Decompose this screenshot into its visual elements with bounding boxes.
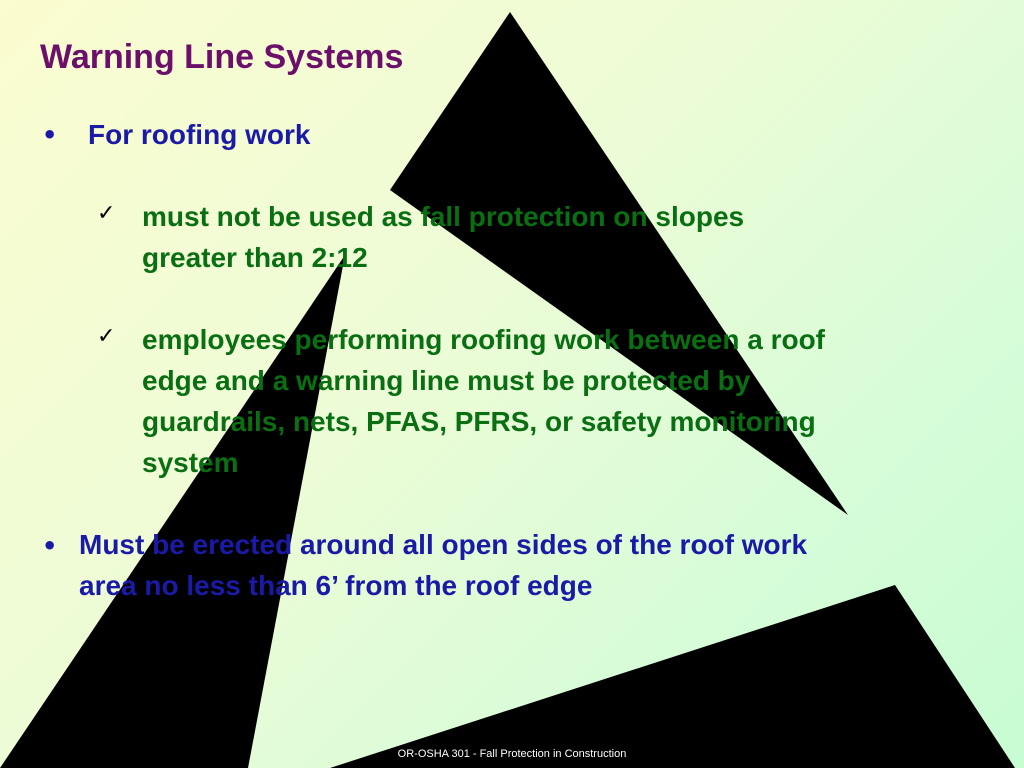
- sub-bullet-employees-line2: edge and a warning line must be protecte…: [142, 365, 751, 396]
- sub-bullet-employees: employees performing roofing work betwee…: [142, 319, 825, 483]
- sub-bullet-employees-line3: guardrails, nets, PFAS, PFRS, or safety …: [142, 406, 816, 437]
- slide-footer: OR-OSHA 301 - Fall Protection in Constru…: [397, 748, 627, 760]
- checkmark-icon: ✓: [97, 201, 116, 226]
- triangle-bottom-right: [330, 585, 1015, 768]
- bullet-erected: Must be erected around all open sides of…: [79, 524, 807, 606]
- checkmark-icon: ✓: [97, 324, 116, 349]
- sub-bullet-slopes-line2: greater than 2:12: [142, 242, 368, 273]
- bullet-erected-line1: Must be erected around all open sides of…: [79, 529, 808, 560]
- bullet-dot: •: [42, 532, 58, 560]
- slide-title: Warning Line Systems: [40, 38, 404, 76]
- triangle-top-right: [390, 12, 848, 515]
- bullet-erected-line2: area no less than 6’ from the roof edge: [79, 570, 593, 601]
- bullet-roofing-work: For roofing work: [88, 119, 311, 150]
- sub-bullet-slopes: must not be used as fall protection on s…: [142, 196, 744, 278]
- sub-bullet-slopes-line1: must not be used as fall protection on s…: [142, 201, 745, 232]
- sub-bullet-employees-line4: system: [142, 447, 239, 478]
- bullet-dot: •: [42, 121, 58, 149]
- sub-bullet-employees-line1: employees performing roofing work betwee…: [142, 324, 825, 355]
- triangle-left: [0, 255, 345, 768]
